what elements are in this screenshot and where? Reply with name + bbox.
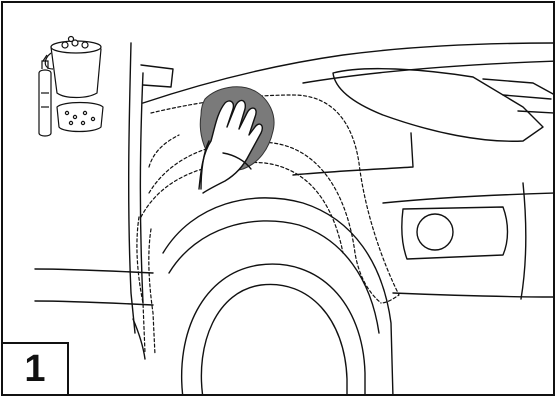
hood-line (143, 43, 555, 103)
wheel-arch-outer (163, 198, 393, 396)
door-gap (140, 73, 143, 303)
fender-flare-inner-outline (149, 135, 179, 167)
fender-flare-arch-outline-2 (141, 162, 343, 253)
bumper-top (383, 193, 555, 203)
rocker-line (133, 319, 145, 359)
tire-inner (201, 284, 347, 396)
spray-bottle-icon (39, 70, 51, 136)
headlight-inner-2 (503, 95, 551, 99)
fender-flare-left-outline-2 (149, 229, 155, 355)
sill-line-lower (35, 301, 153, 305)
car-fender-illustration (3, 3, 555, 396)
headlight-inner-3 (518, 111, 555, 113)
mirror-trim (141, 65, 173, 87)
fender-body-line (293, 133, 413, 175)
door-edge (129, 43, 135, 333)
step-number: 1 (24, 350, 45, 388)
bumper-bottom (393, 293, 555, 297)
wheel-arch-inner (169, 221, 379, 333)
headlight (333, 69, 543, 142)
sill-line-upper (35, 269, 153, 273)
fender-flare-arch-outline (149, 142, 381, 303)
sponge-icon (57, 103, 103, 132)
step-number-box: 1 (3, 342, 69, 394)
fender-flare-outline (151, 95, 399, 303)
bumper-side (521, 183, 526, 299)
cleaning-supplies (39, 37, 103, 137)
fog-lamp (417, 214, 453, 250)
headlight-inner (483, 79, 555, 95)
